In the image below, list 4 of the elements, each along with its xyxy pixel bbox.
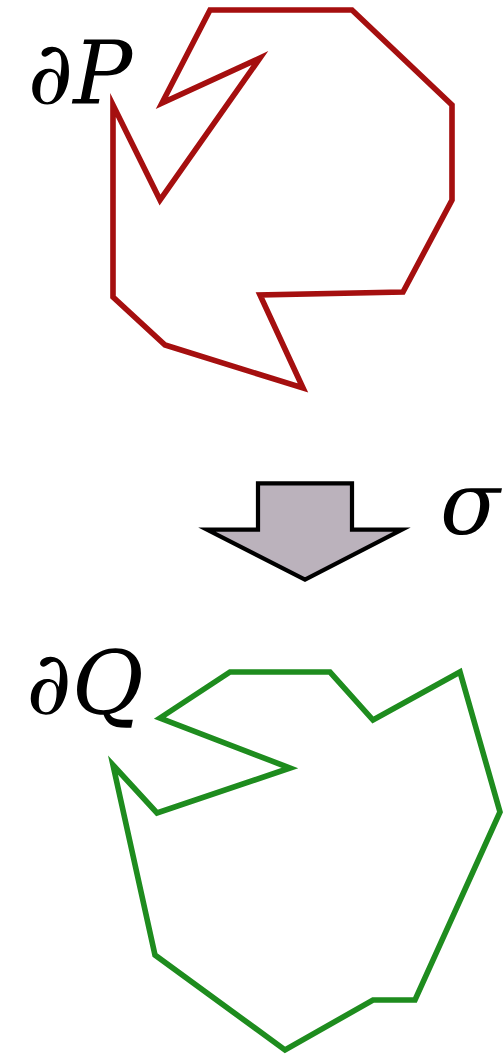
polygon-label: ∂P [32,39,133,105]
polygon-label: ∂Q [30,648,141,728]
block-arrow [198,481,411,583]
edge-label: σ [443,488,502,536]
